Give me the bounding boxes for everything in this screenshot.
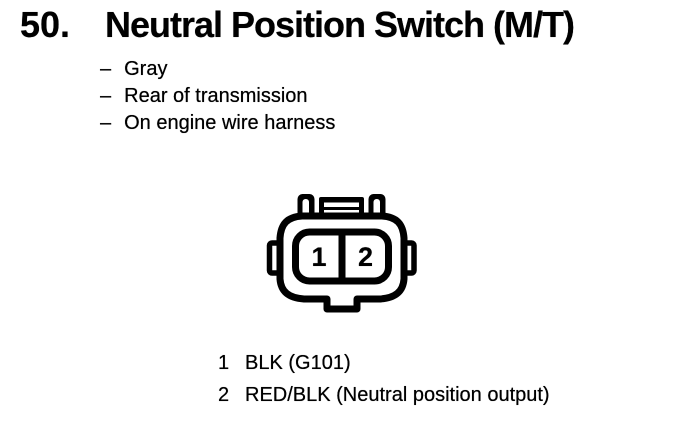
wire-description: BLK (G101) <box>245 352 351 374</box>
wire-description: RED/BLK (Neutral position output) <box>245 384 550 406</box>
pin-number: 2 <box>218 384 230 406</box>
page-title: Neutral Position Switch (M/T) <box>105 4 575 45</box>
cavity-2-number: 2 <box>358 242 373 272</box>
detail-harness: On engine wire harness <box>124 112 336 134</box>
legend-row: 1 BLK (G101) <box>218 348 550 380</box>
dash-icon: – <box>100 85 112 107</box>
connector-diagram: 1 2 <box>262 188 422 316</box>
center-tab-rib <box>324 210 359 215</box>
list-item: – On engine wire harness <box>100 110 335 137</box>
cavity-1-number: 1 <box>311 242 326 272</box>
pin-legend: 1 BLK (G101) 2 RED/BLK (Neutral position… <box>218 348 550 412</box>
list-item: – Gray <box>100 56 335 83</box>
detail-color: Gray <box>124 58 168 80</box>
center-tab-rib <box>324 202 359 207</box>
detail-location: Rear of transmission <box>124 85 308 107</box>
pin-number: 1 <box>218 352 230 374</box>
list-item: – Rear of transmission <box>100 83 335 110</box>
dash-icon: – <box>100 112 112 134</box>
connector-face-drawing: 1 2 <box>266 194 417 313</box>
detail-list: – Gray – Rear of transmission – On engin… <box>100 56 335 137</box>
legend-row: 2 RED/BLK (Neutral position output) <box>218 380 550 412</box>
dash-icon: – <box>100 58 112 80</box>
section-number: 50. <box>20 4 71 45</box>
